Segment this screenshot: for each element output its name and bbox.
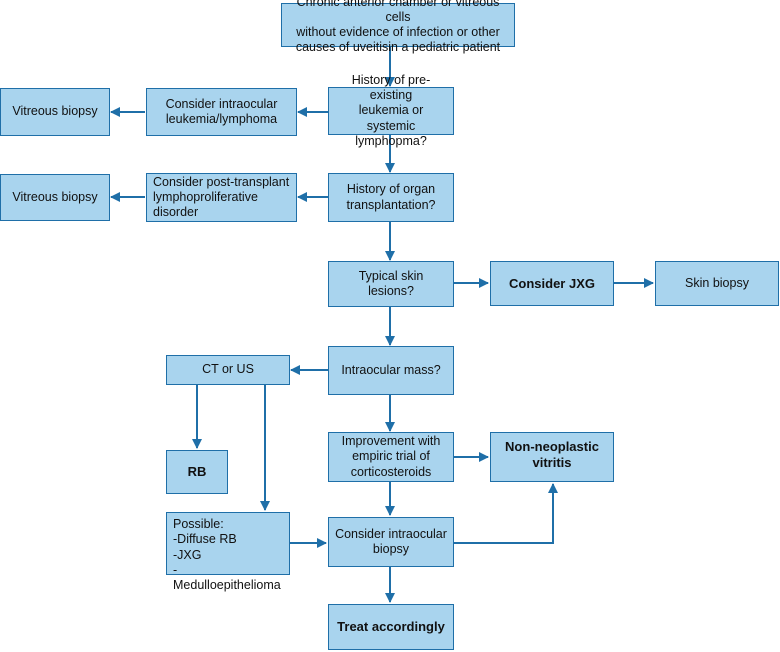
consider-leukemia-node: Consider intraocular leukemia/lymphoma bbox=[146, 88, 297, 136]
start-node: Chronic anterior chamber or vitreous cel… bbox=[281, 0, 515, 54]
intraocular-mass-text: Intraocular mass? bbox=[341, 362, 441, 377]
history-transplant-text: History of organ transplantation? bbox=[346, 182, 436, 212]
non-neoplastic-node: Non-neoplastic vitritis bbox=[490, 432, 614, 482]
steroid-trial-node: Improvement with empiric trial of cortic… bbox=[328, 432, 454, 482]
history-leukemia-text: History of pre-existing leukemia or syst… bbox=[351, 72, 431, 148]
vitreous-biopsy-text-1: Vitreous biopsy bbox=[12, 104, 98, 119]
start-node-text: Chronic anterior chamber or vitreous cel… bbox=[295, 0, 501, 55]
consider-ptld-node: Consider post-transplant lymphoprolifera… bbox=[146, 173, 297, 222]
rb-text: RB bbox=[187, 464, 207, 480]
skin-lesions-text: Typical skin lesions? bbox=[358, 268, 424, 298]
skin-biopsy-node: Skin biopsy bbox=[655, 261, 779, 306]
treat-node: Treat accordingly bbox=[328, 604, 454, 650]
consider-leukemia-text: Consider intraocular leukemia/lymphoma bbox=[165, 96, 278, 126]
skin-biopsy-text: Skin biopsy bbox=[685, 275, 749, 290]
steroid-trial-text: Improvement with empiric trial of cortic… bbox=[341, 434, 441, 479]
consider-jxg-text: Consider JXG bbox=[509, 275, 595, 291]
rb-node: RB bbox=[166, 450, 228, 494]
ct-us-text: CT or US bbox=[202, 362, 254, 377]
arrow-biopsy-to-non-neoplastic bbox=[453, 483, 558, 544]
intraocular-biopsy-text: Consider intraocular biopsy bbox=[335, 526, 447, 556]
possible-node: Possible: -Diffuse RB -JXG -Medulloepith… bbox=[166, 512, 290, 592]
intraocular-biopsy-node: Consider intraocular biopsy bbox=[328, 517, 454, 567]
treat-text: Treat accordingly bbox=[337, 619, 445, 635]
ct-us-node: CT or US bbox=[166, 355, 290, 385]
non-neoplastic-text: Non-neoplastic vitritis bbox=[505, 439, 599, 470]
possible-text: Possible: -Diffuse RB -JXG -Medulloepith… bbox=[173, 517, 281, 592]
skin-lesions-node: Typical skin lesions? bbox=[328, 261, 454, 307]
vitreous-biopsy-node-2: Vitreous biopsy bbox=[0, 174, 110, 221]
history-leukemia-node: History of pre-existing leukemia or syst… bbox=[328, 73, 454, 148]
intraocular-mass-node: Intraocular mass? bbox=[328, 346, 454, 395]
consider-ptld-text: Consider post-transplant lymphoprolifera… bbox=[153, 174, 290, 220]
vitreous-biopsy-text-2: Vitreous biopsy bbox=[12, 189, 98, 204]
consider-jxg-node: Consider JXG bbox=[490, 261, 614, 306]
history-transplant-node: History of organ transplantation? bbox=[328, 173, 454, 222]
vitreous-biopsy-node-1: Vitreous biopsy bbox=[0, 88, 110, 136]
